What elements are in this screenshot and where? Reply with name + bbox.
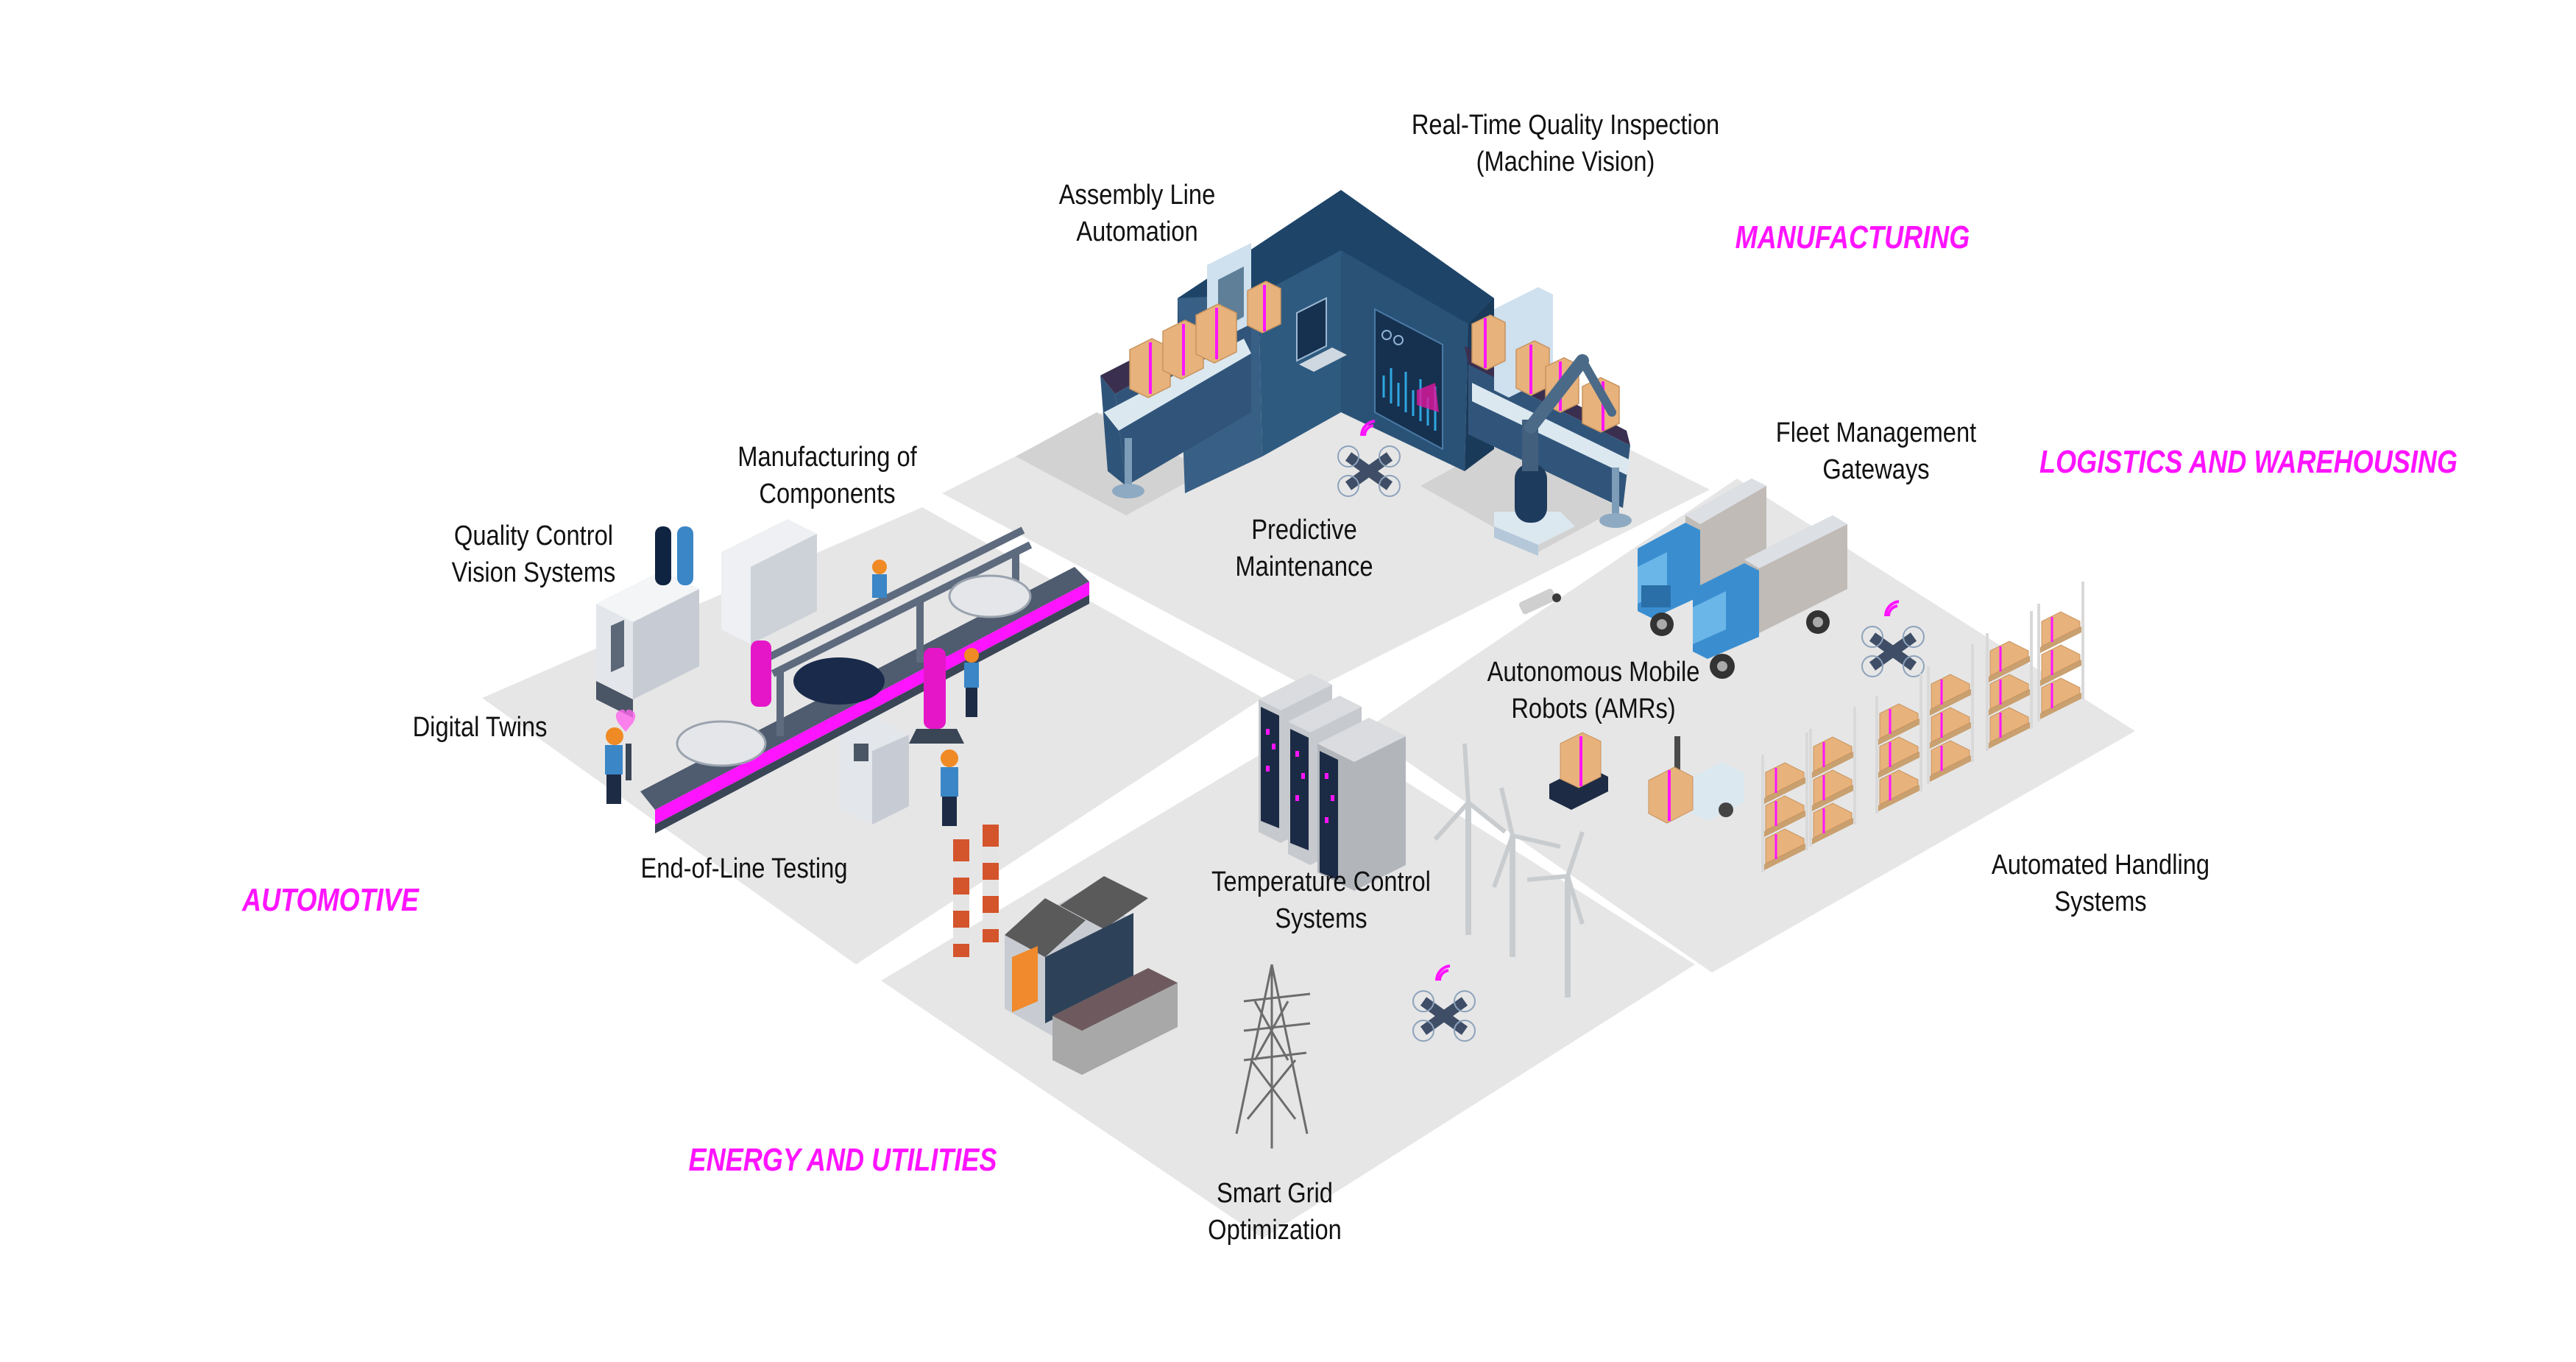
digital-twin-hologram-icon — [615, 709, 636, 780]
dashboard-screen-icon — [1374, 308, 1443, 451]
label-manufacturing-components: Manufacturing of Components — [737, 442, 917, 509]
robot-arm — [1494, 354, 1616, 556]
sector-logistics: LOGISTICS AND WAREHOUSING — [2039, 444, 2458, 480]
test-station — [839, 718, 909, 825]
rack-unit — [1809, 707, 1856, 847]
drone-icon — [1337, 420, 1401, 497]
label-fleet-management: Fleet Management Gateways — [1775, 417, 1977, 485]
wind-turbines — [1433, 743, 1585, 998]
warehouse-racks — [1761, 582, 2084, 872]
server-racks — [1259, 674, 1406, 891]
power-plant — [953, 825, 1178, 1075]
rack-unit — [2037, 582, 2084, 721]
transmission-tower — [1235, 964, 1311, 1148]
rack-unit — [1875, 674, 1922, 814]
laptop-icon — [1296, 297, 1327, 362]
sector-automotive: AUTOMOTIVE — [242, 882, 419, 918]
label-assembly-line: Assembly Line Automation — [1058, 180, 1216, 247]
quality-control-machines — [596, 519, 817, 718]
label-quality-inspection: Real-Time Quality Inspection (Machine Vi… — [1411, 110, 1720, 177]
label-predictive-maintenance: Predictive Maintenance — [1235, 515, 1373, 582]
label-digital-twins: Digital Twins — [412, 712, 548, 743]
rack-unit — [1927, 644, 1974, 784]
label-automated-handling: Automated Handling Systems — [1991, 850, 2210, 917]
rack-unit — [1986, 611, 2033, 751]
truck-front — [1693, 515, 1847, 679]
car-bodies — [676, 574, 1032, 767]
smokestacks — [953, 825, 999, 957]
workers — [605, 560, 979, 826]
amr-robot — [1549, 732, 1608, 810]
drone-icon — [1861, 600, 1925, 677]
camera-gateway-icon — [1518, 588, 1561, 615]
forklift — [1648, 736, 1744, 824]
sector-energy: ENERGY AND UTILITIES — [688, 1142, 997, 1178]
label-smart-grid: Smart Grid Optimization — [1208, 1178, 1342, 1246]
robot-arms-magenta — [751, 641, 964, 744]
label-amrs: Autonomous Mobile Robots (AMRs) — [1487, 657, 1700, 724]
sector-manufacturing: MANUFACTURING — [1735, 219, 1970, 255]
drone-icon — [1412, 964, 1476, 1042]
rack-unit — [1761, 733, 1808, 872]
label-quality-control-vision: Quality Control Vision Systems — [451, 521, 616, 588]
label-end-of-line-testing: End-of-Line Testing — [640, 853, 848, 884]
label-temperature-control: Temperature Control Systems — [1211, 867, 1431, 934]
energy-tile — [881, 723, 1695, 1238]
